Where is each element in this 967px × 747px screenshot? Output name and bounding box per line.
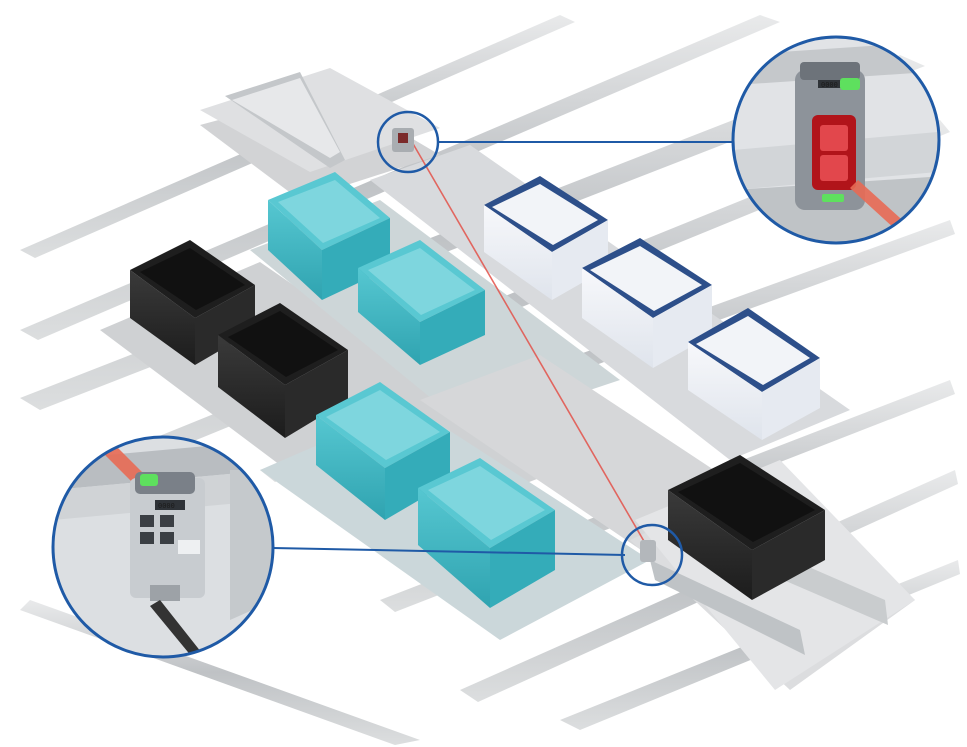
crate-white-2 xyxy=(582,238,712,368)
top-platform xyxy=(200,68,440,172)
sensor-bottom-display: 0000 xyxy=(158,502,175,510)
callout-line-bottom xyxy=(272,547,626,556)
crate-black-3 xyxy=(668,455,825,600)
crate-white-3 xyxy=(688,308,820,440)
crate-teal-1 xyxy=(268,172,390,300)
crate-black-2 xyxy=(218,303,348,438)
crate-black-1 xyxy=(130,240,255,365)
sensor-top-display: 0000 xyxy=(821,81,838,89)
sensor-small-bottom xyxy=(640,540,656,562)
laser-beam xyxy=(411,141,653,556)
crate-teal-3 xyxy=(316,382,450,520)
callout-large-bottom: 0000 xyxy=(51,435,275,659)
callout-ring-small-bottom xyxy=(620,523,684,587)
crate-white-1 xyxy=(484,176,608,300)
sensor-small-top xyxy=(392,128,414,152)
crate-teal-2 xyxy=(358,240,485,365)
callout-ring-small-top xyxy=(376,110,440,174)
crate-teal-4 xyxy=(418,458,555,608)
callout-large-top: 0000 xyxy=(731,35,941,245)
